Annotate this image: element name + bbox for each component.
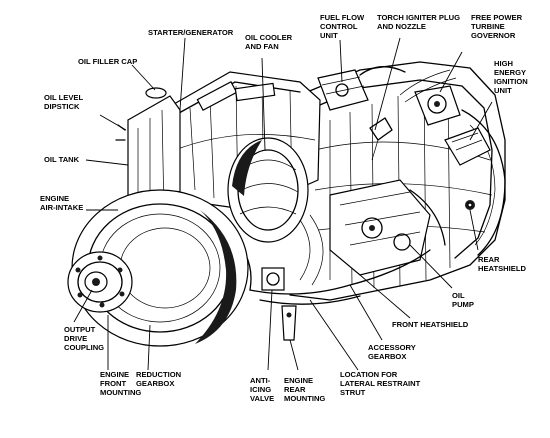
turboshaft-engine-illustration: [67, 61, 506, 347]
free-power-turbine-governor: [399, 69, 461, 126]
label-oil-tank: OIL TANK: [44, 155, 80, 164]
label-oil-pump: OIL PUMP: [452, 291, 474, 309]
label-torch-igniter-plug-and-nozzle: TORCH IGNITER PLUG AND NOZZLE: [377, 13, 462, 31]
leader-lines: [73, 37, 493, 371]
fuel-flow-control-unit: [317, 66, 406, 111]
label-engine-front-mounting: ENGINE FRONT MOUNTING: [100, 370, 141, 397]
label-accessory-gearbox: ACCESSORY GEARBOX: [368, 343, 418, 361]
output-drive-coupling: [67, 251, 133, 313]
label-oil-level-dipstick: OIL LEVEL DIPSTICK: [44, 93, 85, 111]
pipework: [249, 189, 446, 305]
rear-heatshield: [461, 109, 506, 256]
oil-cooler-and-fan: [227, 137, 309, 243]
label-oil-filler-cap: OIL FILLER CAP: [78, 57, 137, 66]
label-free-power-turbine-governor: FREE POWER TURBINE GOVERNOR: [471, 13, 524, 40]
labels: STARTER/GENERATOR OIL COOLER AND FAN FUE…: [40, 13, 530, 403]
label-fuel-flow-control-unit: FUEL FLOW CONTROL UNIT: [320, 13, 366, 40]
torch-igniter: [369, 117, 393, 161]
engine-rear-mounting-part: [281, 305, 297, 341]
label-starter-generator: STARTER/GENERATOR: [148, 28, 234, 37]
label-oil-cooler-and-fan: OIL COOLER AND FAN: [245, 33, 294, 51]
high-energy-ignition-unit: [444, 127, 491, 166]
label-rear-heatshield: REAR HEATSHIELD: [478, 255, 526, 273]
label-high-energy-ignition-unit: HIGH ENERGY IGNITION UNIT: [494, 59, 530, 95]
label-front-heatshield: FRONT HEATSHIELD: [392, 320, 469, 329]
label-engine-rear-mounting: ENGINE REAR MOUNTING: [284, 376, 325, 403]
label-location-for-lateral-restraint-strut: LOCATION FOR LATERAL RESTRAINT STRUT: [340, 370, 422, 397]
accessory-gearbox: [329, 179, 431, 276]
label-output-drive-coupling: OUTPUT DRIVE COUPLING: [64, 325, 104, 352]
label-engine-air-intake: ENGINE AIR-INTAKE: [40, 194, 83, 212]
label-anti-icing-valve: ANTI- ICING VALVE: [250, 376, 274, 403]
label-reduction-gearbox: REDUCTION GEARBOX: [136, 370, 183, 388]
anti-icing-valve-part: [261, 267, 285, 291]
